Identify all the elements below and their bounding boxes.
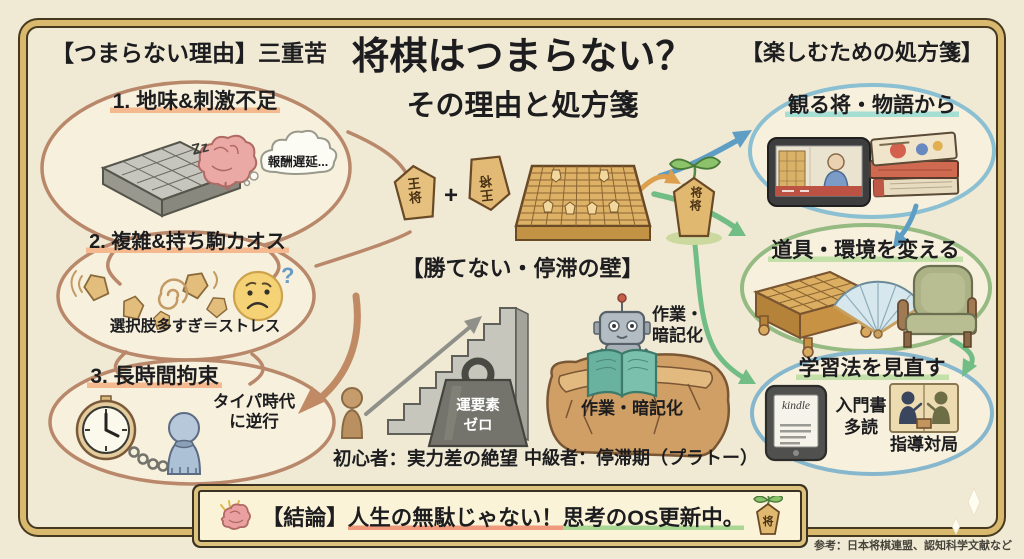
chaos-pieces-icon xyxy=(83,272,228,331)
tools-label: 道具・環境を変える xyxy=(748,239,983,263)
beginner-caption: 初心者：実力差の絶望 xyxy=(333,448,519,469)
sleeping-brain-icon xyxy=(197,134,258,191)
conclusion-red-segment: 人生の無駄じゃない！ xyxy=(347,505,563,530)
clock-icon xyxy=(75,395,137,461)
reference-note: 参考：日本将棋連盟、認知科学文献など xyxy=(814,540,1012,552)
conclusion-banner: 【結論】人生の無駄じゃない！思考のOS更新中。 将 xyxy=(198,490,802,542)
manga-books-icon xyxy=(869,131,960,198)
reading-label-line1: 入門書 xyxy=(835,396,887,415)
brain-spark-icon xyxy=(219,500,251,530)
salmon-arrow xyxy=(298,292,361,414)
item3-caption-line1: タイパ時代 xyxy=(212,393,296,411)
king-piece-label: 王将 xyxy=(404,176,423,206)
right-panel-heading: 【楽しむための処方箋】 xyxy=(740,40,983,65)
sprout-piece-icon xyxy=(666,156,722,245)
chained-figure-icon xyxy=(166,412,202,475)
center-board-icon xyxy=(514,164,652,241)
wall-heading: 【勝てない・停滞の壁】 xyxy=(401,256,644,281)
weight-label-line1: 運要素 xyxy=(456,398,500,414)
rock-label: 作業・暗記化 xyxy=(581,399,683,418)
robot-icon xyxy=(586,293,658,399)
worried-face-icon xyxy=(232,270,284,322)
left-panel-heading: 【つまらない理由】三重苦 xyxy=(51,40,327,66)
banner-piece-icon: 将 xyxy=(753,496,784,535)
learning-label: 学習法を見直す xyxy=(772,357,972,381)
main-title: 将棋はつまらない？ xyxy=(351,36,694,78)
sparkle-decoration xyxy=(951,486,981,536)
item1-label: 1. 地味&刺激不足 xyxy=(60,90,330,114)
main-subtitle: その理由と処方箋 xyxy=(406,90,639,122)
swirl-icon xyxy=(70,270,218,310)
robot-label-line2: 暗記化 xyxy=(652,326,703,345)
plus-sign: + xyxy=(444,182,459,209)
watch-label: 観る将・物語から xyxy=(762,94,982,118)
item3-label: 3. 長時間拘束 xyxy=(62,365,247,389)
thought-cloud-icon xyxy=(243,129,338,187)
reading-label-line2: 多読 xyxy=(844,418,878,437)
question-mark: ? xyxy=(281,263,295,288)
weight-icon xyxy=(427,357,529,448)
armchair-icon xyxy=(897,264,978,348)
thought-text: 報酬遅延... xyxy=(267,155,329,169)
banner-piece-char: 将 xyxy=(763,514,774,528)
item3-caption-line2: に逆行 xyxy=(229,413,279,431)
climber-icon xyxy=(340,387,364,439)
kindle-brand-label: kindle xyxy=(781,400,811,412)
kindle-icon xyxy=(764,384,828,462)
king-piece-icon xyxy=(393,164,436,221)
teaching-game-icon xyxy=(889,383,959,433)
tablet-stream-icon xyxy=(767,137,871,207)
conclusion-prefix: 【結論】 xyxy=(261,505,348,530)
item2-label: 2. 複雑&持ち駒カオス xyxy=(70,231,305,254)
orange-arrow-board-to-sprout xyxy=(637,169,681,193)
conclusion-green-segment: 思考のOS更新中。 xyxy=(562,505,745,530)
robot-label-line1: 作業・ xyxy=(652,305,703,324)
teaching-label: 指導対局 xyxy=(890,435,958,454)
intermediate-caption: 中級者：停滞期（プラトー） xyxy=(524,448,758,468)
shogi-table-icon xyxy=(752,270,878,358)
ascend-arrow-icon xyxy=(364,316,482,416)
conclusion-text: 【結論】人生の無駄じゃない！思考のOS更新中。 xyxy=(262,501,745,532)
item2-caption: 選択肢多すぎ＝ストレス xyxy=(109,318,281,335)
flipped-piece-icon xyxy=(468,155,511,212)
green-arrow-tools-to-learning xyxy=(949,337,977,377)
weight-label-line2: ゼロ xyxy=(463,418,493,434)
